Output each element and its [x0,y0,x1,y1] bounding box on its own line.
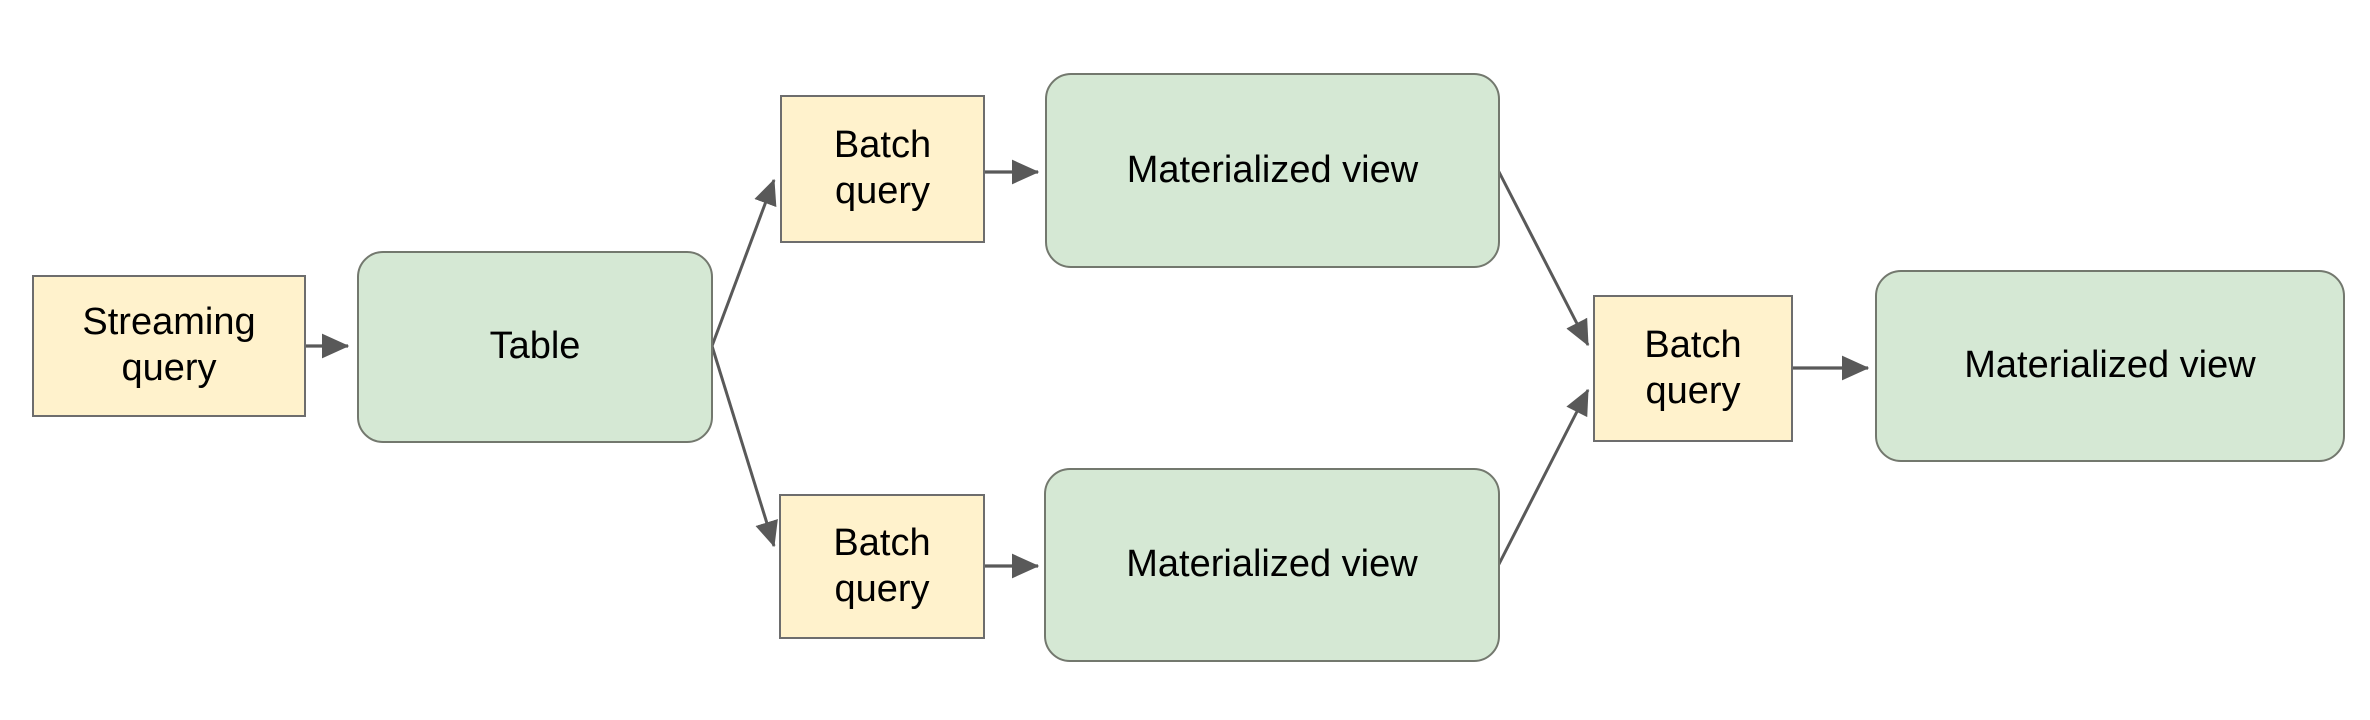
node-batch-query-top-label: Batch query [833,124,932,212]
edge-table-to-batch-bottom [710,345,778,548]
node-batch-query-center[interactable]: Batch query [1593,295,1793,442]
node-materialized-view-bottom[interactable]: Materialized view [1044,468,1500,662]
node-materialized-view-top-label: Materialized view [1126,148,1419,191]
node-materialized-view-right[interactable]: Materialized view [1875,270,2345,462]
node-batch-query-bottom-label: Batch query [833,521,931,610]
node-materialized-view-top[interactable]: Materialized view [1045,73,1500,268]
node-materialized-view-right-label: Materialized view [1964,344,2256,387]
node-materialized-view-bottom-label: Materialized view [1126,543,1418,586]
node-table[interactable]: Table [357,251,713,443]
node-batch-query-top[interactable]: Batch query [780,95,985,243]
node-table-label: Table [489,325,581,368]
edge-mv-bottom-to-batch-center [1496,388,1590,567]
edge-mv-top-to-batch-center [1496,169,1590,347]
node-streaming-query-label: Streaming query [82,301,256,389]
node-streaming-query[interactable]: Streaming query [32,275,306,417]
node-batch-query-bottom[interactable]: Batch query [779,494,985,639]
edge-table-to-batch-top [710,178,777,347]
node-batch-query-center-label: Batch query [1644,323,1742,412]
